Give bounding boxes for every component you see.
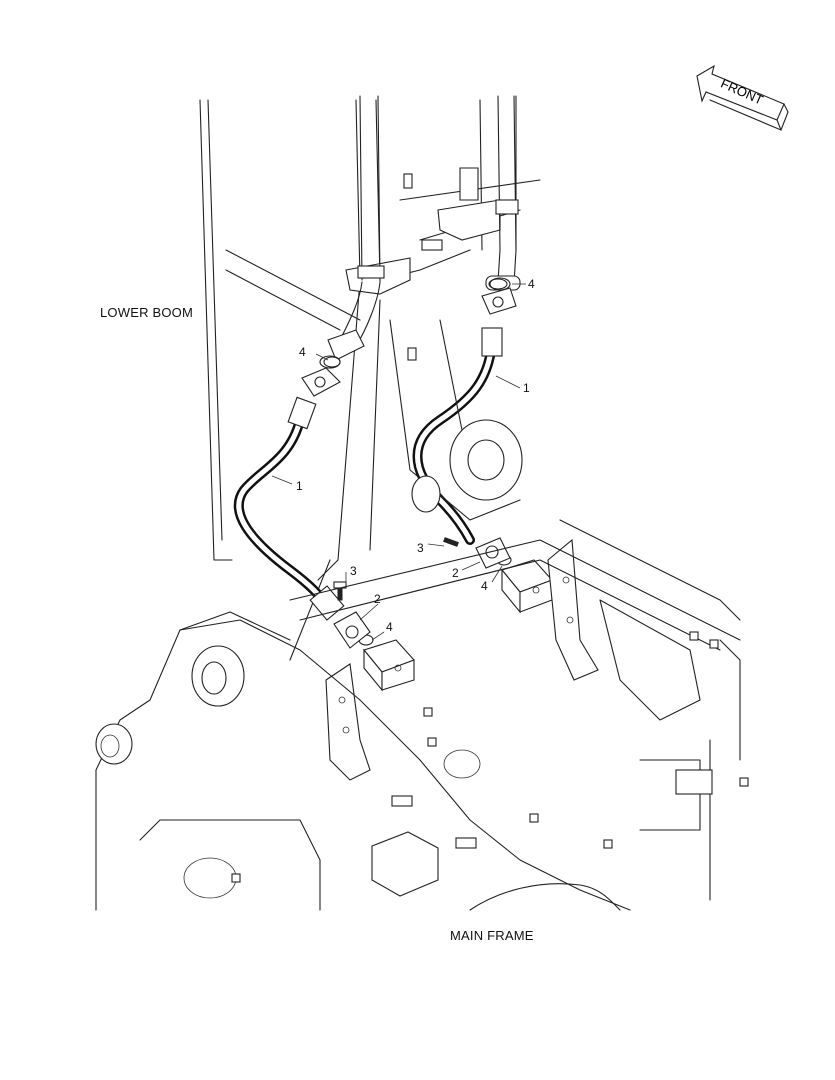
flange-left (301, 329, 365, 397)
front-arrow: FRONT (696, 64, 789, 131)
lower-boom-label: LOWER BOOM (100, 305, 194, 320)
boom-foot (389, 319, 523, 521)
leader-lines (271, 283, 526, 641)
callout-4-oring-upper-right: 4 (528, 277, 535, 291)
callout-3-bolt-right: 3 (417, 541, 424, 555)
callout-2-flange-left: 2 (374, 592, 381, 606)
steel-tube-right (485, 95, 521, 291)
callout-1-hose-right: 1 (523, 381, 530, 395)
valve-block-left (363, 639, 415, 692)
callout-4-oring-lower-right: 4 (481, 579, 488, 593)
fitting-left (333, 581, 371, 649)
callout-4-oring-upper-left: 4 (299, 345, 306, 359)
main-frame-label: MAIN FRAME (450, 928, 534, 943)
callout-2-flange-right: 2 (452, 566, 459, 580)
bracket-right (547, 538, 599, 681)
hose-right (412, 327, 503, 545)
bracket-left (325, 663, 371, 781)
callout-4-oring-lower-left: 4 (386, 620, 393, 634)
callout-1-hose-left: 1 (296, 479, 303, 493)
lower-boom (199, 95, 541, 661)
main-frame (95, 519, 749, 911)
callout-3-bolt-left: 3 (350, 564, 357, 578)
steel-tube-left (341, 95, 385, 347)
hose-left (233, 396, 345, 621)
